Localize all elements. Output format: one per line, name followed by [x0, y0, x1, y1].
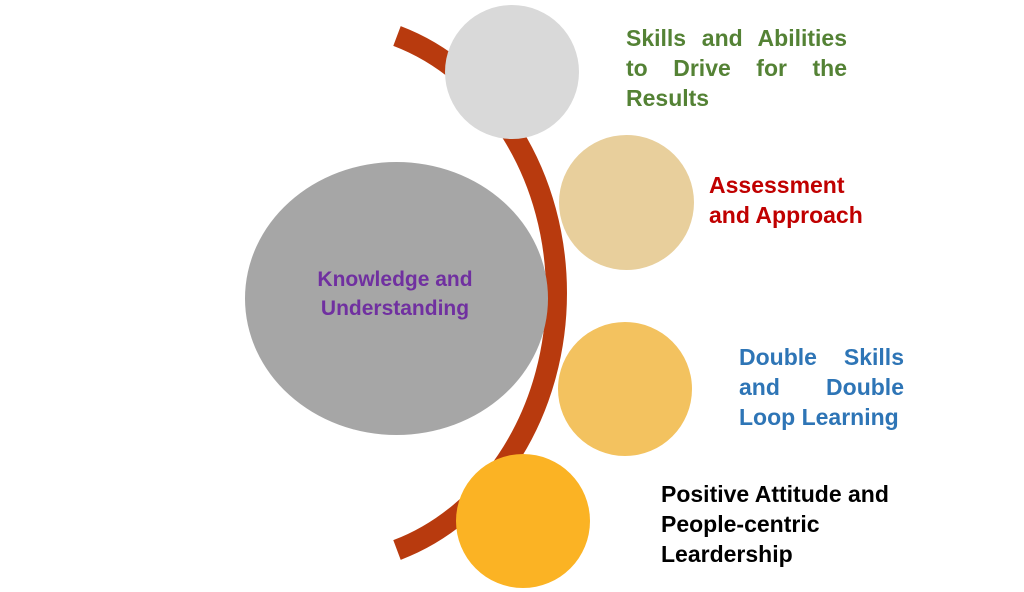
center-label-line: Knowledge and	[317, 268, 473, 291]
center-label-line: Understanding	[320, 297, 470, 320]
item-label-line: Positive Attitude and	[661, 481, 889, 507]
item-label-line: People-centric	[661, 511, 820, 537]
center-circle	[245, 162, 548, 435]
item-label-line: Loop Learning	[739, 404, 899, 430]
item-label-line: Leardership	[661, 541, 793, 567]
item-label-line: and Approach	[709, 202, 863, 228]
item-label-3: Double Skills and Double Loop Learning	[739, 342, 904, 432]
item-circle-4	[456, 454, 590, 588]
item-label-line: and Double	[739, 374, 904, 400]
item-circle-3	[558, 322, 692, 456]
item-label-line: Skills and Abilities	[626, 25, 847, 51]
center-label: Knowledge and Understanding	[245, 265, 545, 323]
item-label-line: to Drive for the	[626, 55, 847, 81]
item-label-4: Positive Attitude and People-centric Lea…	[661, 479, 921, 569]
item-label-line: Assessment	[709, 172, 845, 198]
item-circle-2	[559, 135, 694, 270]
item-label-2: Assessment and Approach	[709, 170, 909, 230]
item-label-1: Skills and Abilities to Drive for the Re…	[626, 23, 847, 113]
item-circle-1	[445, 5, 579, 139]
item-label-line: Results	[626, 85, 710, 111]
item-label-line: Double Skills	[739, 344, 904, 370]
